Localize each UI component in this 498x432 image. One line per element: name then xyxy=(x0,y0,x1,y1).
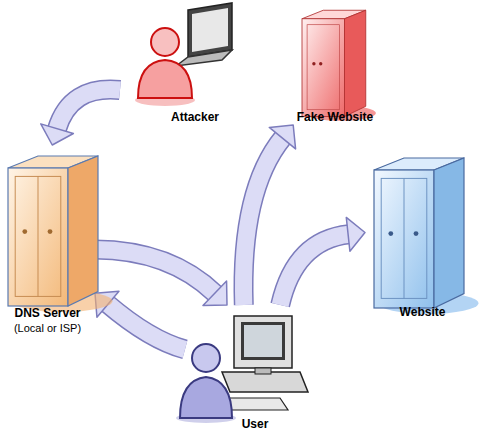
node-sublabel: (Local or ISP) xyxy=(14,321,81,335)
node-label: DNS Server xyxy=(14,306,80,321)
attacker-icon xyxy=(135,3,232,106)
server-icon xyxy=(302,10,376,121)
icon-node: DNS Server(Local or ISP) xyxy=(0,145,95,335)
block-arrow xyxy=(41,89,120,145)
node-label: Fake Website xyxy=(297,110,373,125)
icon-node: Attacker xyxy=(120,0,270,125)
node-label: User xyxy=(242,417,269,432)
node-label: Website xyxy=(400,305,446,320)
block-arrow xyxy=(280,217,365,305)
server-icon xyxy=(8,156,112,312)
user-icon xyxy=(176,316,308,423)
server-icon xyxy=(374,158,478,314)
icon-node: User xyxy=(185,305,325,432)
icon-node: Website xyxy=(365,145,480,320)
node-label: Attacker xyxy=(171,110,219,125)
icon-node: Fake Website xyxy=(280,0,390,125)
